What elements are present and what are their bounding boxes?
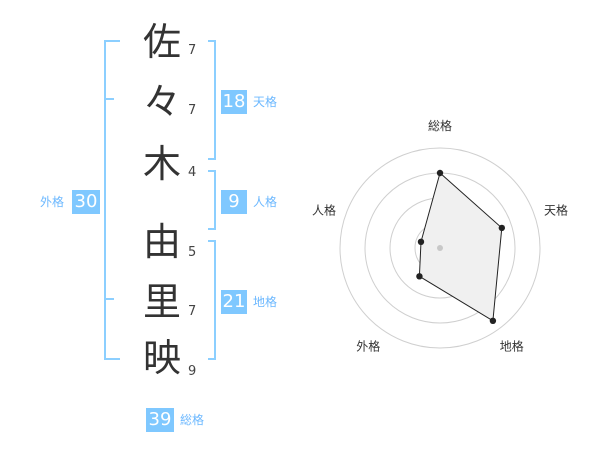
chikaku-label: 地格 xyxy=(253,295,278,309)
radar-center-dot xyxy=(437,245,443,251)
radar-points xyxy=(416,169,506,325)
stroke-count-3: 4 xyxy=(188,165,197,180)
name-char-3: 木 xyxy=(142,142,181,186)
name-char-4: 由 xyxy=(142,220,181,264)
stroke-count-4: 5 xyxy=(188,245,197,260)
radar-point-5 xyxy=(417,238,425,246)
radar-point-3 xyxy=(489,317,497,325)
stroke-count-1: 7 xyxy=(188,43,197,58)
radar-point-1 xyxy=(436,169,444,177)
jinkaku-label: 人格 xyxy=(253,195,278,209)
radar-axis-label-1: 総格 xyxy=(428,118,452,133)
gaikaku-bracket-tick-1 xyxy=(104,98,114,100)
gaikaku-bracket-cap-bottom xyxy=(104,358,120,360)
name-char-5: 里 xyxy=(142,280,181,324)
soukaku-label: 総格 xyxy=(180,413,205,427)
stroke-count-2: 7 xyxy=(188,103,197,118)
radar-area xyxy=(418,172,503,322)
gaikaku-badge: 30 xyxy=(72,190,100,214)
stroke-count-6: 9 xyxy=(188,364,197,379)
gaikaku-bracket-cap-top xyxy=(104,40,120,42)
gaikaku-bracket-tick-2 xyxy=(104,298,114,300)
chikaku-bracket-cap-bottom xyxy=(208,358,216,360)
chikaku-badge: 21 xyxy=(221,290,247,314)
jinkaku-badge: 9 xyxy=(221,190,247,214)
gaikaku-bracket-line xyxy=(104,40,106,360)
soukaku-badge: 39 xyxy=(146,408,174,432)
tenkaku-bracket-line xyxy=(214,40,216,160)
radar-axis-label-4: 外格 xyxy=(356,339,380,354)
jinkaku-bracket-cap-bottom xyxy=(208,228,216,230)
stroke-count-5: 7 xyxy=(188,304,197,319)
tenkaku-bracket-cap-top xyxy=(208,40,216,42)
name-char-2: 々 xyxy=(142,80,181,124)
chikaku-bracket-line xyxy=(214,240,216,360)
radar-axis-label-2: 天格 xyxy=(544,202,568,217)
name-char-1: 佐 xyxy=(142,20,181,64)
radar-point-4 xyxy=(416,273,423,280)
radar-axis-label-3: 地格 xyxy=(500,339,524,354)
tenkaku-badge: 18 xyxy=(221,90,247,114)
gaikaku-label: 外格 xyxy=(40,195,65,209)
radar-point-2 xyxy=(498,224,506,232)
jinkaku-bracket-cap-top xyxy=(208,170,216,172)
name-char-6: 映 xyxy=(142,336,181,380)
radar-ring-4 xyxy=(339,147,541,349)
tenkaku-label: 天格 xyxy=(253,95,278,109)
radar-axis-label-5: 人格 xyxy=(312,202,336,217)
jinkaku-bracket-line xyxy=(214,170,216,230)
chikaku-bracket-cap-top xyxy=(208,240,216,242)
tenkaku-bracket-cap-bottom xyxy=(208,158,216,160)
